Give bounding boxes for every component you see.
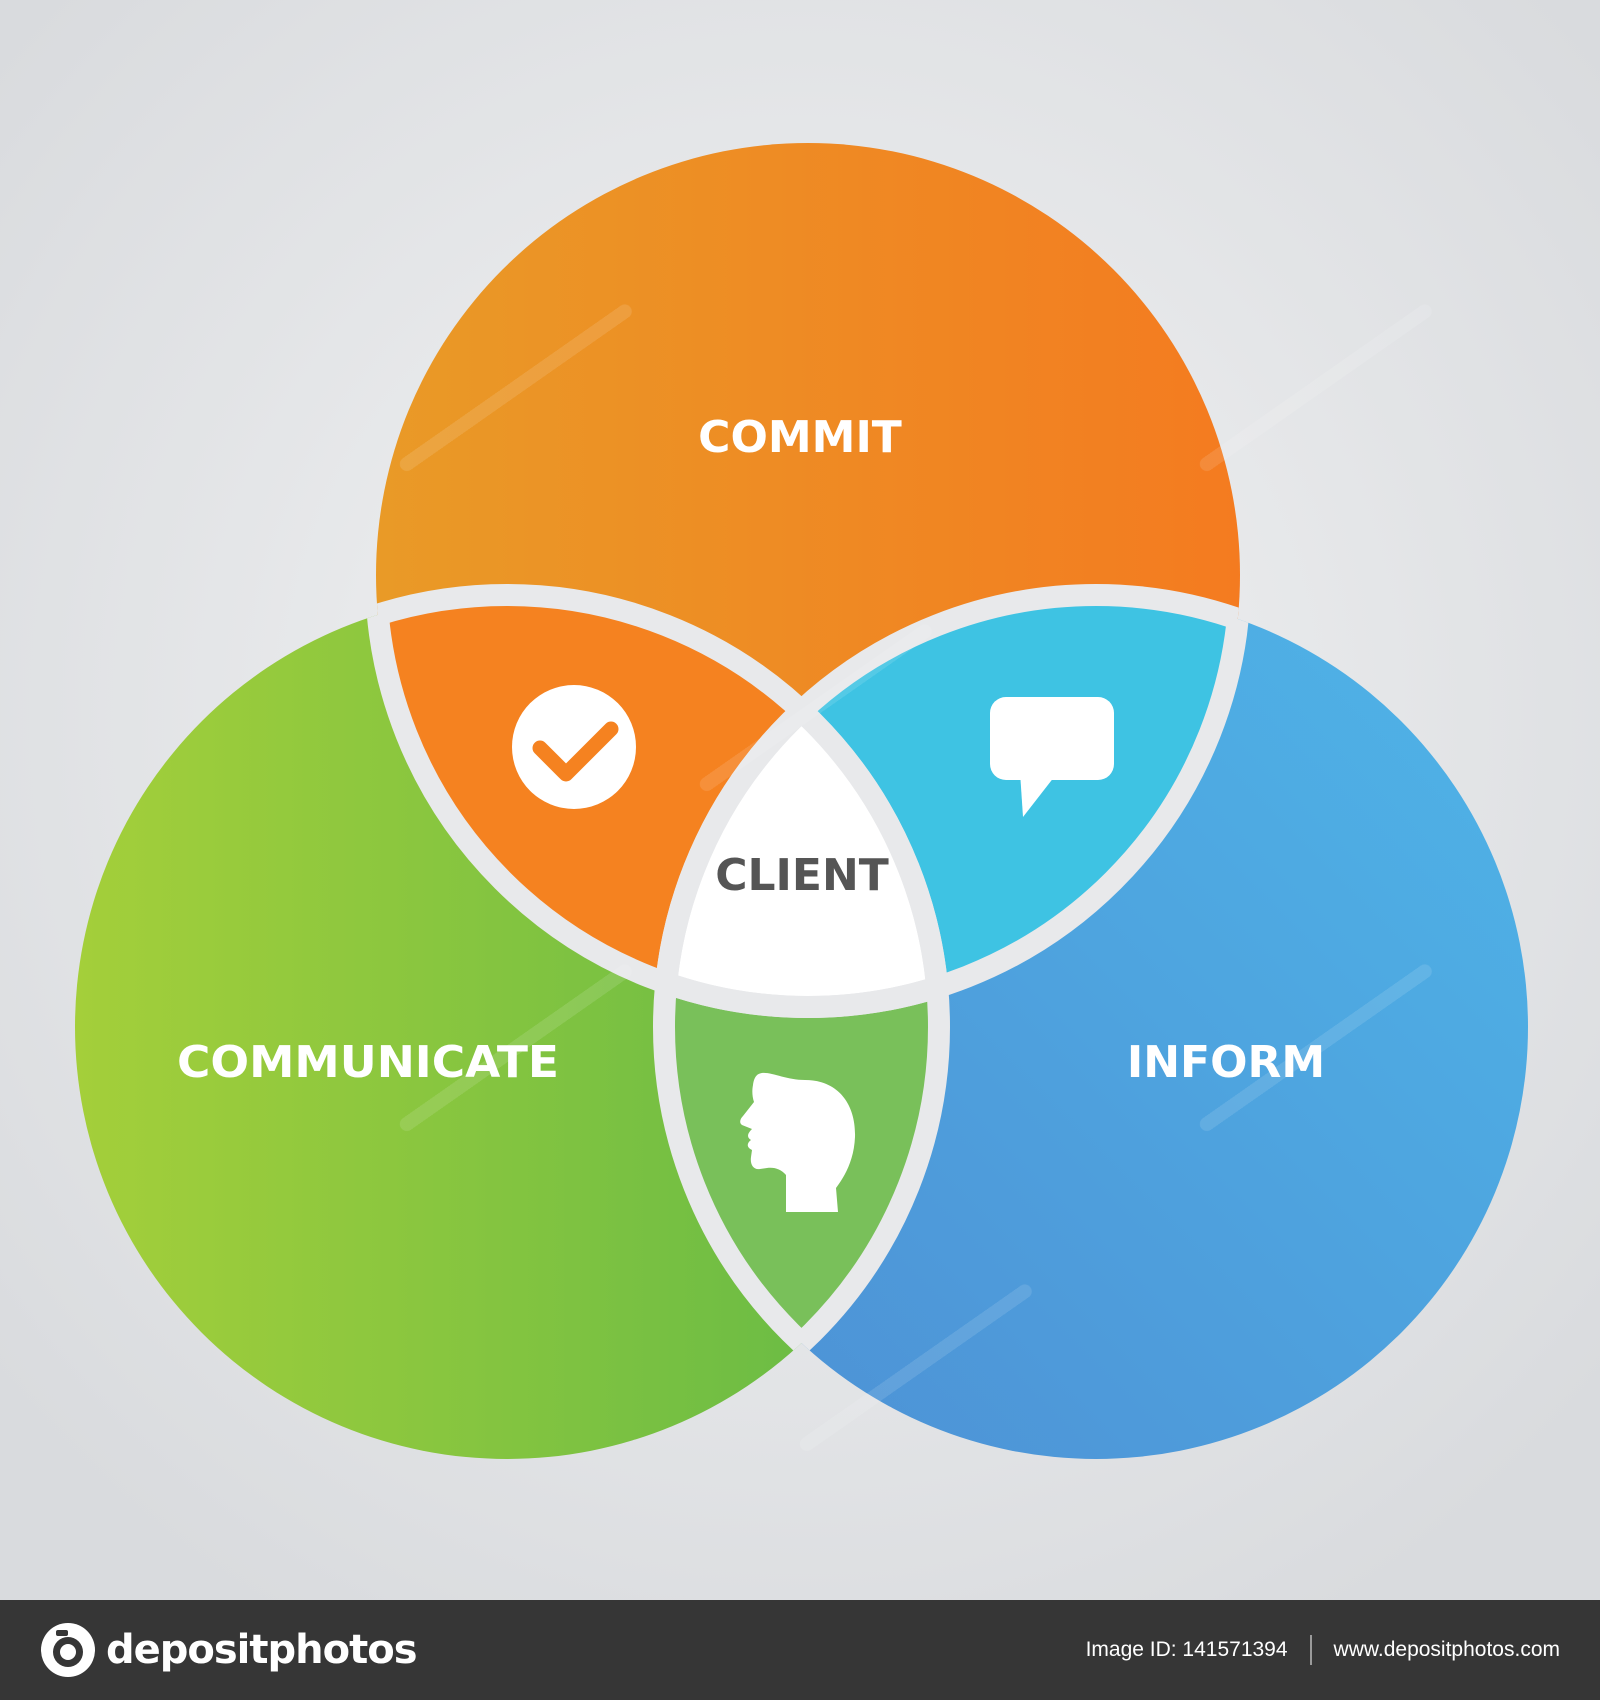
footer-meta: Image ID: 141571394 www.depositphotos.co… (1086, 1600, 1560, 1700)
site-url-link[interactable]: www.depositphotos.com (1333, 1638, 1560, 1661)
label-inform: INFORM (1127, 1037, 1325, 1088)
checkmark-icon (512, 685, 636, 809)
divider-arcs (365, 584, 1251, 1459)
footer-bar: depositphotos Image ID: 141571394 www.de… (0, 1600, 1600, 1700)
head-profile-icon (740, 1072, 856, 1212)
image-id-label: Image ID: 141571394 (1085, 1638, 1288, 1661)
venn-diagram: COMMIT COMMUNICATE INFORM CLIENT (0, 0, 1600, 1600)
label-communicate: COMMUNICATE (177, 1037, 559, 1088)
footer-separator (1309, 1635, 1312, 1665)
speech-bubble-icon (990, 697, 1114, 817)
label-client: CLIENT (715, 850, 889, 901)
label-commit: COMMIT (698, 412, 902, 463)
brand-name: depositphotos (106, 1627, 418, 1673)
brand-logo: depositphotos (40, 1620, 418, 1680)
camera-logo-icon (41, 1623, 95, 1677)
watermark (399, 304, 1432, 1451)
